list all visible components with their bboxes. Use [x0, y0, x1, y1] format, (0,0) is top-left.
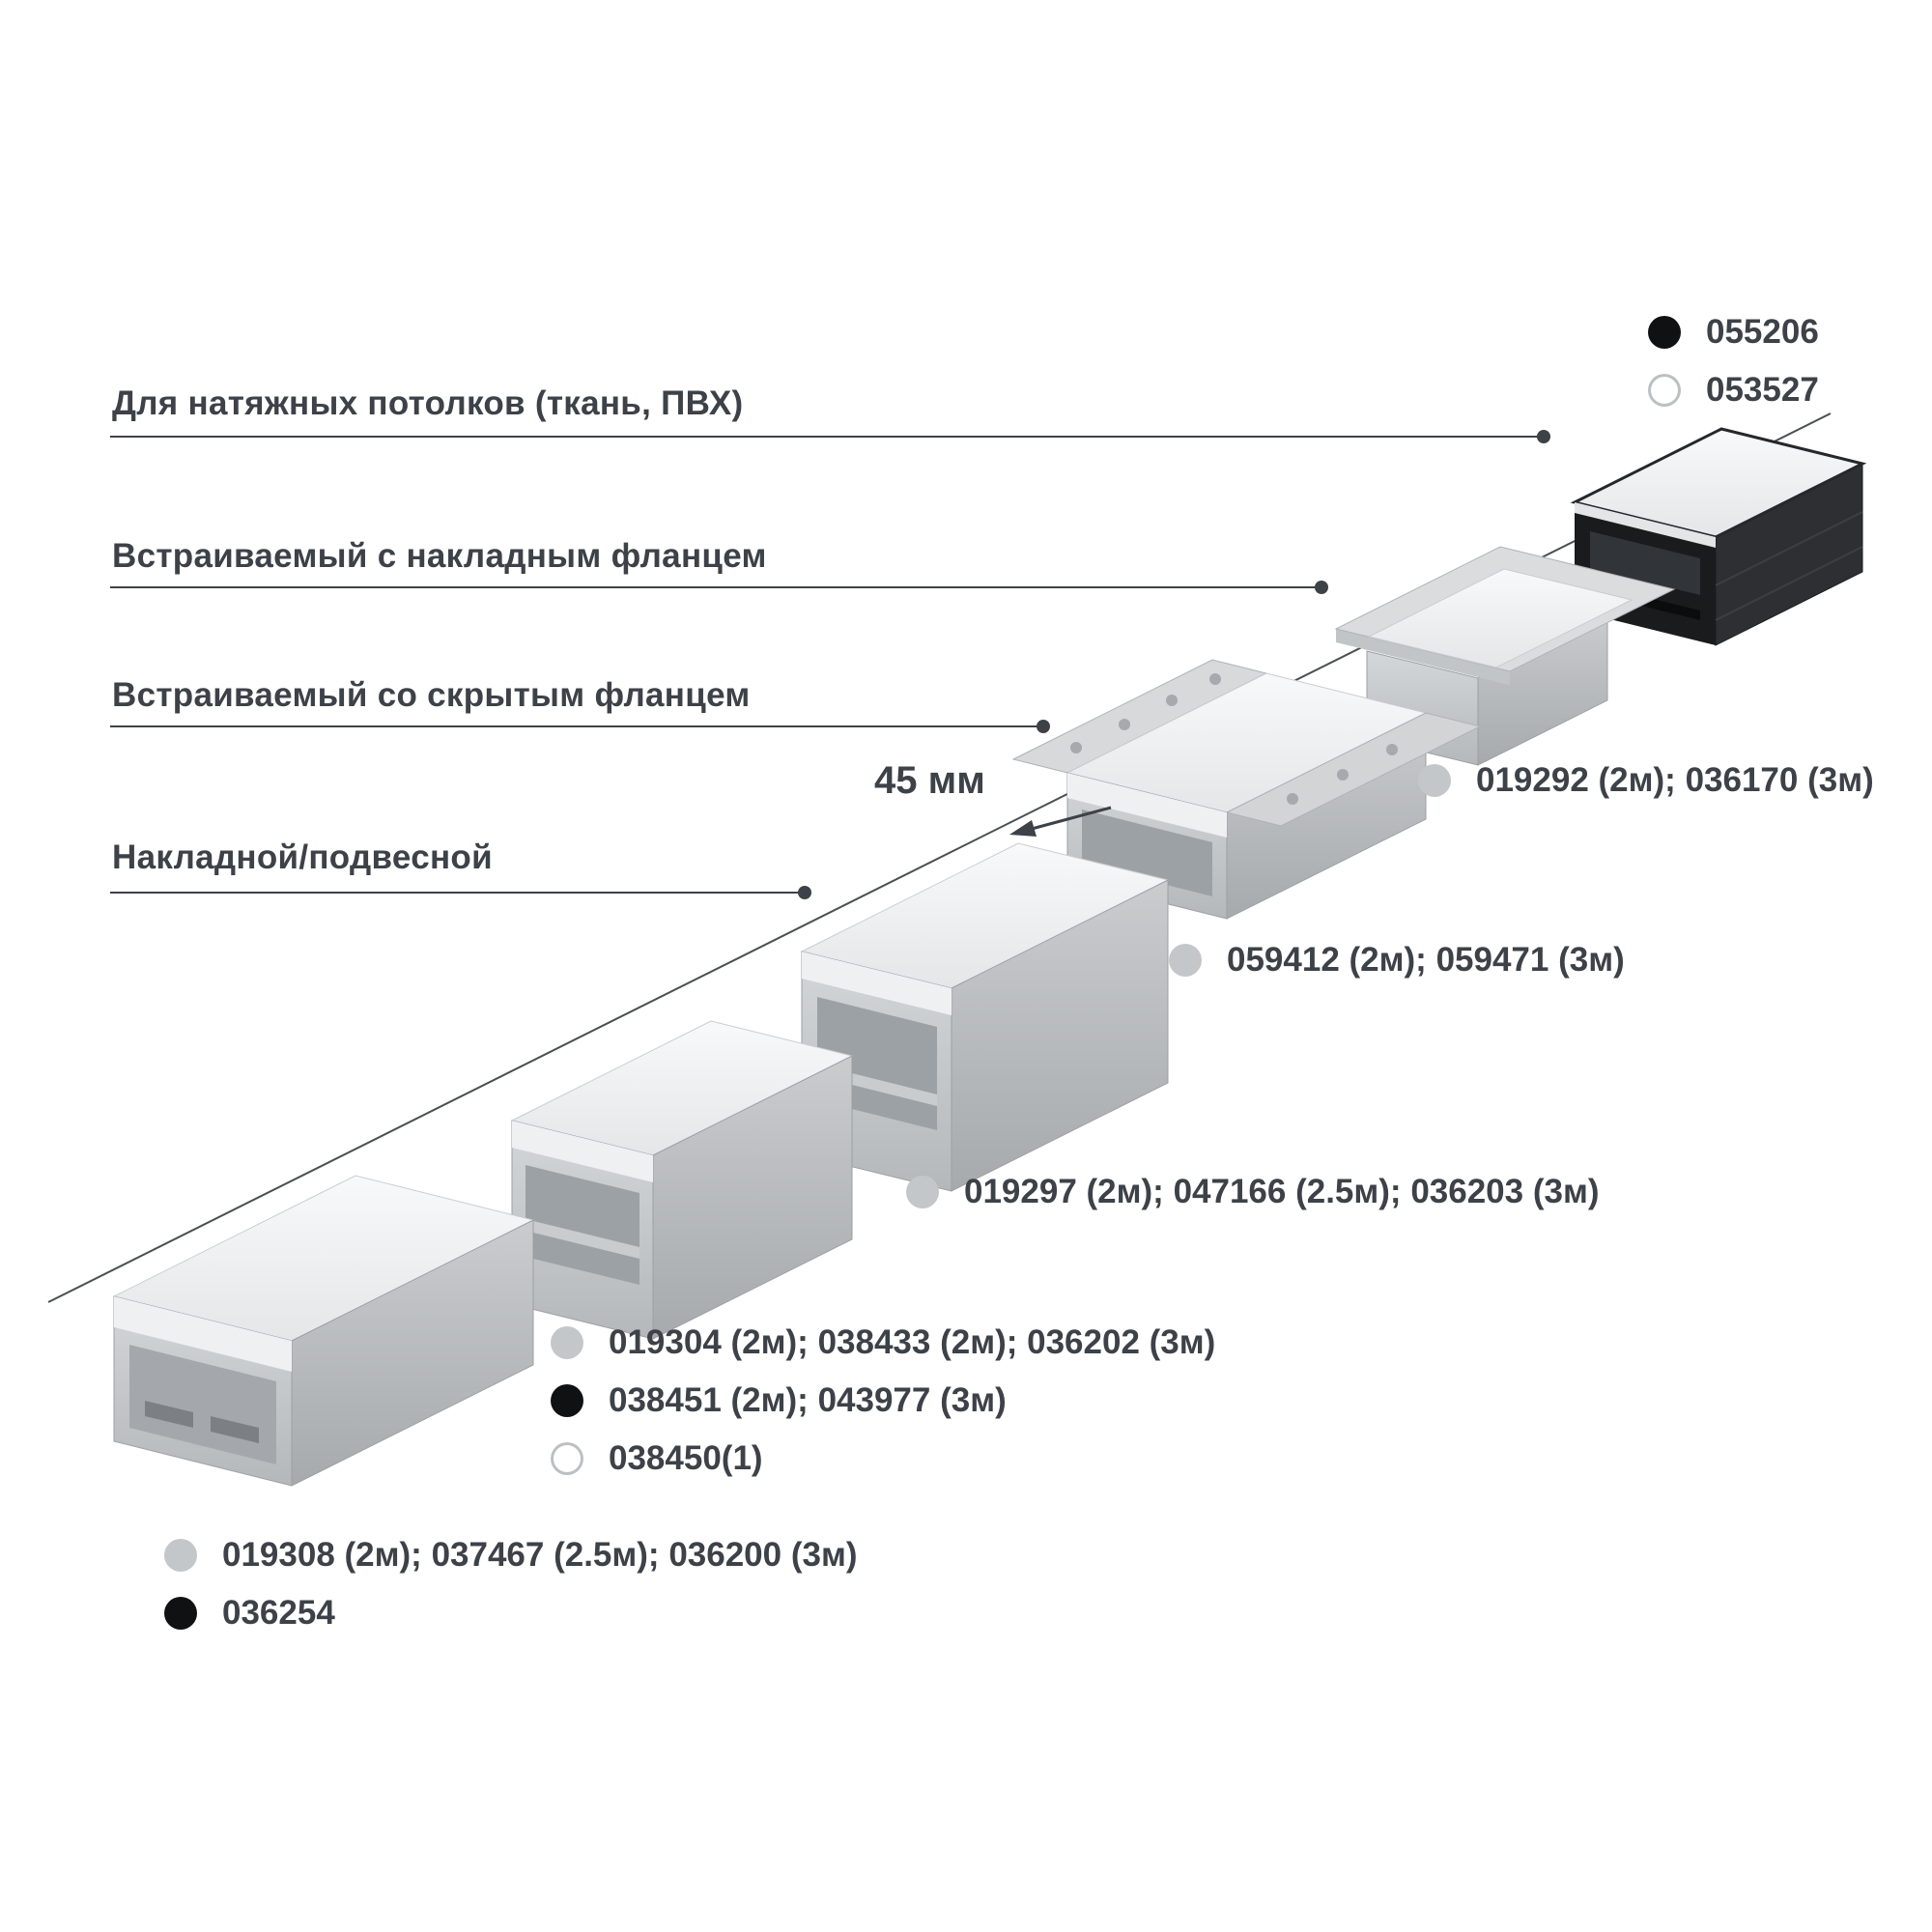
black-color-dot	[551, 1384, 583, 1417]
code-row: 038451 (2м); 043977 (3м)	[551, 1381, 1215, 1419]
p1-mount-slot	[145, 1401, 193, 1428]
article-code: 053527	[1706, 371, 1819, 409]
profile-surface-square-medium-render	[510, 1020, 854, 1340]
article-code: 019297 (2м); 047166 (2.5м); 036203 (3м)	[964, 1173, 1600, 1210]
article-code: 019292 (2м); 036170 (3м)	[1476, 761, 1874, 799]
gray-color-dot	[551, 1326, 583, 1359]
black-color-dot	[1648, 316, 1681, 349]
profile-surface-low-render	[112, 1175, 535, 1487]
article-code: 038450(1)	[609, 1439, 763, 1477]
connector-dot	[798, 886, 811, 899]
p4-front-lens-strip	[1067, 773, 1227, 838]
p6-side-ridge	[1715, 511, 1863, 586]
code-row: 019308 (2м); 037467 (2.5м); 036200 (3м)	[164, 1536, 858, 1574]
label-recessed-hidden-flange: Встраиваемый со скрытым фланцем	[112, 676, 751, 714]
code-row: 053527	[1648, 371, 1819, 409]
p6-front-lens-strip	[1575, 502, 1716, 548]
p6-front-cavity	[1590, 531, 1700, 595]
p4-front-cavity	[1082, 810, 1212, 896]
gray-color-dot	[164, 1539, 197, 1572]
codes-surface-square-medium: 019304 (2м); 038433 (2м); 036202 (3м) 03…	[551, 1323, 1216, 1477]
code-row: 019292 (2м); 036170 (3м)	[1418, 761, 1874, 799]
connector-dot	[1037, 720, 1050, 733]
gray-color-dot	[1418, 764, 1451, 797]
gray-color-dot	[1169, 944, 1202, 977]
white-color-dot	[551, 1442, 583, 1475]
code-row: 019297 (2м); 047166 (2.5м); 036203 (3м)	[906, 1173, 1600, 1210]
code-row: 055206	[1648, 313, 1819, 351]
article-code: 038451 (2м); 043977 (3м)	[609, 1381, 1007, 1419]
label-recessed-surface-flange: Встраиваемый с накладным фланцем	[112, 537, 767, 575]
dimension-arrow	[1009, 806, 1112, 837]
p2-front-cavity	[526, 1165, 639, 1285]
p2-front-lens-strip	[512, 1121, 653, 1182]
codes-surface-square-large: 019297 (2м); 047166 (2.5м); 036203 (3м)	[906, 1173, 1600, 1210]
connector-dot	[1315, 581, 1328, 594]
article-code: 019308 (2м); 037467 (2.5м); 036200 (3м)	[222, 1536, 858, 1574]
dimension-label-45mm: 45 мм	[874, 759, 985, 802]
profile-surface-square-large-render	[800, 842, 1170, 1192]
connector-dot	[1537, 430, 1550, 443]
codes-recessed-hidden-flange: 059412 (2м); 059471 (3м)	[1169, 941, 1625, 979]
label-connectors	[110, 430, 1550, 899]
p1-front-lens-strip	[114, 1296, 292, 1372]
code-row: 038450(1)	[551, 1439, 1215, 1477]
p3-front-lens-strip	[802, 952, 952, 1015]
article-code: 036254	[222, 1594, 335, 1632]
p5-lens-top	[1367, 568, 1634, 668]
p4-wing-perforation	[1070, 673, 1398, 805]
p6-side-ridge	[1715, 546, 1863, 621]
code-row: 019304 (2м); 038433 (2м); 036202 (3м)	[551, 1323, 1216, 1361]
code-row: 059412 (2м); 059471 (3м)	[1169, 941, 1625, 979]
label-surface-suspended: Накладной/подвесной	[112, 838, 493, 876]
gray-color-dot	[906, 1176, 939, 1208]
codes-stretch-ceiling: 055206 053527	[1648, 313, 1819, 409]
article-code: 059412 (2м); 059471 (3м)	[1227, 941, 1625, 979]
p6-lens-top	[1570, 427, 1867, 539]
code-row: 036254	[164, 1594, 858, 1632]
article-code: 055206	[1706, 313, 1819, 351]
white-color-dot	[1648, 374, 1681, 407]
article-code: 019304 (2м); 038433 (2м); 036202 (3м)	[609, 1323, 1216, 1361]
codes-recessed-surface-flange: 019292 (2м); 036170 (3м)	[1418, 761, 1874, 799]
arrowhead	[1009, 820, 1037, 837]
p1-mount-slot	[211, 1416, 259, 1443]
p5-flange-edge	[1336, 629, 1510, 685]
p2-front-shelf	[526, 1219, 639, 1259]
black-color-dot	[164, 1597, 197, 1630]
codes-surface-low: 019308 (2м); 037467 (2.5м); 036200 (3м) …	[164, 1536, 858, 1632]
label-stretch-ceiling: Для натяжных потолков (ткань, ПВХ)	[112, 384, 744, 422]
